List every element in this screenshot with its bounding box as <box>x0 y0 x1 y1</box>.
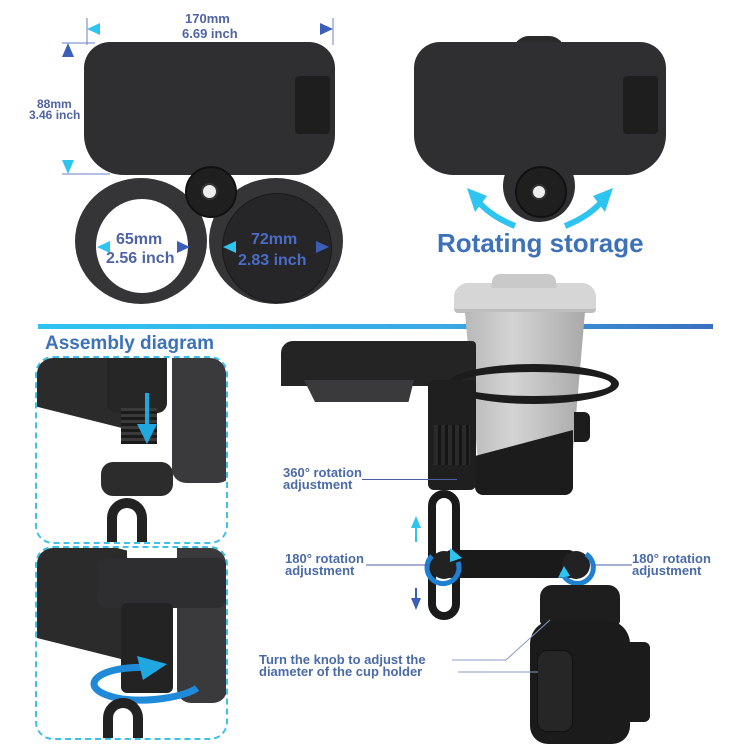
section-divider <box>38 324 713 329</box>
assembly-heading: Assembly diagram <box>45 333 214 354</box>
link-arm <box>103 698 143 738</box>
rotate-left-joint-icon <box>424 554 462 587</box>
rotation-joints <box>366 548 632 587</box>
pivot-screw-icon <box>531 184 547 200</box>
grip-pad <box>537 650 573 732</box>
cup-lid <box>454 283 596 313</box>
clamp-ring <box>97 558 226 608</box>
callout-360-line2: adjustment <box>283 477 353 492</box>
callout-180-right-line2: adjustment <box>632 563 702 578</box>
right-ring-inch-label: 2.83 inch <box>238 252 307 269</box>
callout-line-360 <box>362 479 457 480</box>
height-inch-label: 3.46 inch <box>29 108 81 122</box>
horizontal-arm <box>445 550 575 578</box>
ring-dimension-arrows <box>97 241 329 253</box>
left-ring-mm-label: 65mm <box>116 231 163 248</box>
left-ring-inch-label: 2.56 inch <box>106 250 175 267</box>
callout-knob-line1: Turn the knob to adjust the <box>259 652 426 667</box>
callout-knob-line2: diameter of the cup holder <box>259 664 423 679</box>
arrow-down-icon <box>137 393 157 444</box>
tray-slot <box>623 76 658 134</box>
knob-callout-lines <box>452 619 551 673</box>
product-assembled-view <box>260 274 750 750</box>
rotating-storage-view: Rotating storage <box>375 0 750 300</box>
assembly-step-2 <box>35 546 228 740</box>
rotate-arrows-icon <box>467 188 613 229</box>
slide-arrows-icon <box>411 516 421 610</box>
knob <box>101 462 173 496</box>
width-inch-label: 6.69 inch <box>182 26 238 41</box>
threaded-post <box>121 603 173 693</box>
callout-180-right-line1: 180° rotation <box>632 551 711 566</box>
assembly-step-1 <box>35 356 228 544</box>
arm-bracket <box>172 358 226 483</box>
rotate-right-joint-icon <box>559 551 596 586</box>
tray-side <box>281 341 476 386</box>
callout-360-line1: 360° rotation <box>283 465 362 480</box>
tray-underside <box>304 380 414 402</box>
rotating-storage-caption: Rotating storage <box>437 228 644 258</box>
cup-holder-clip <box>574 412 590 442</box>
right-ring-mm-label: 72mm <box>251 231 298 248</box>
grip-pad-side <box>626 642 650 722</box>
link-arm <box>107 498 147 542</box>
pivot-screw-icon <box>201 183 218 200</box>
rotate-arrow-icon <box>90 656 200 704</box>
height-mm-label: 88mm <box>37 97 72 111</box>
tray-slot <box>295 76 330 134</box>
base-knob <box>540 585 620 625</box>
dimension-view: 170mm 6.69 inch 88mm 3.46 inch 65mm 2.56… <box>0 0 375 304</box>
width-mm-label: 170mm <box>185 11 230 26</box>
callout-180-left-line1: 180° rotation <box>285 551 364 566</box>
tray-body <box>84 42 335 175</box>
dimension-lines <box>62 18 334 175</box>
threaded-post <box>107 358 167 413</box>
callout-180-left-line2: adjustment <box>285 563 355 578</box>
cup-lid-top <box>492 274 556 288</box>
knurled-knob <box>434 425 470 465</box>
